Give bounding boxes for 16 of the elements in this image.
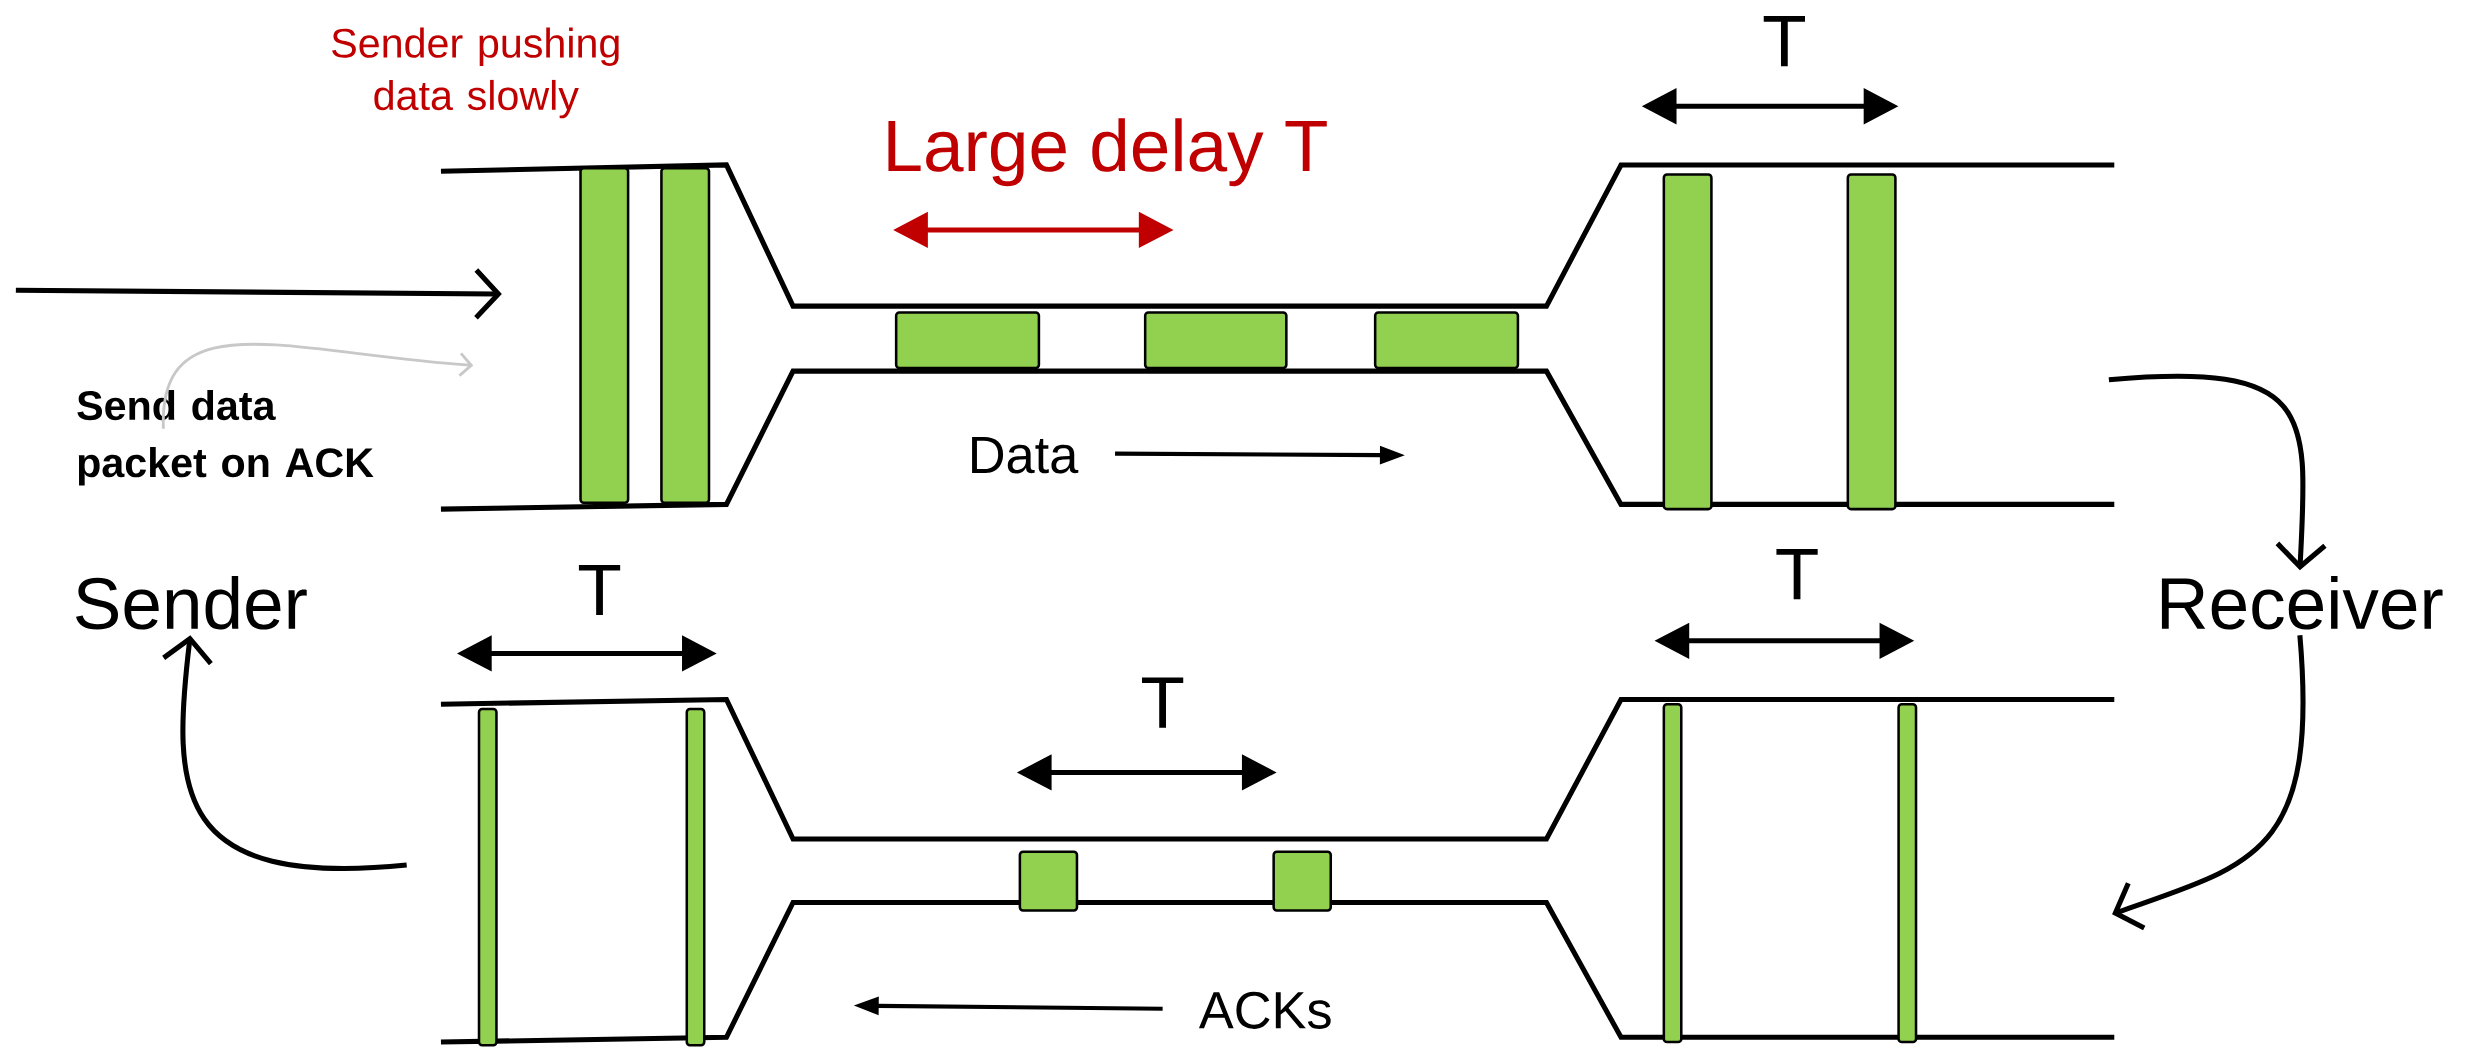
arrow [15,268,502,320]
dimension-label: T [1142,677,1184,728]
arrow [162,635,407,871]
dimension-label: T [1763,15,1805,67]
dimension-label: T [578,564,621,615]
arrow [2112,634,2306,931]
sender-label: Sender [76,575,307,630]
arrow [2108,373,2327,570]
flow-label: ACKs [1198,991,1331,1029]
flow-label: Data [972,436,1079,474]
arrow [161,342,474,429]
note-text: Send data packet on ACK [77,389,374,486]
caption-text: Sender pushing data slowly [332,27,619,119]
dimension-label: T [1776,548,1818,600]
dimension-label: Large delay T [888,118,1327,187]
receiver-label: Receiver [2161,575,2443,630]
